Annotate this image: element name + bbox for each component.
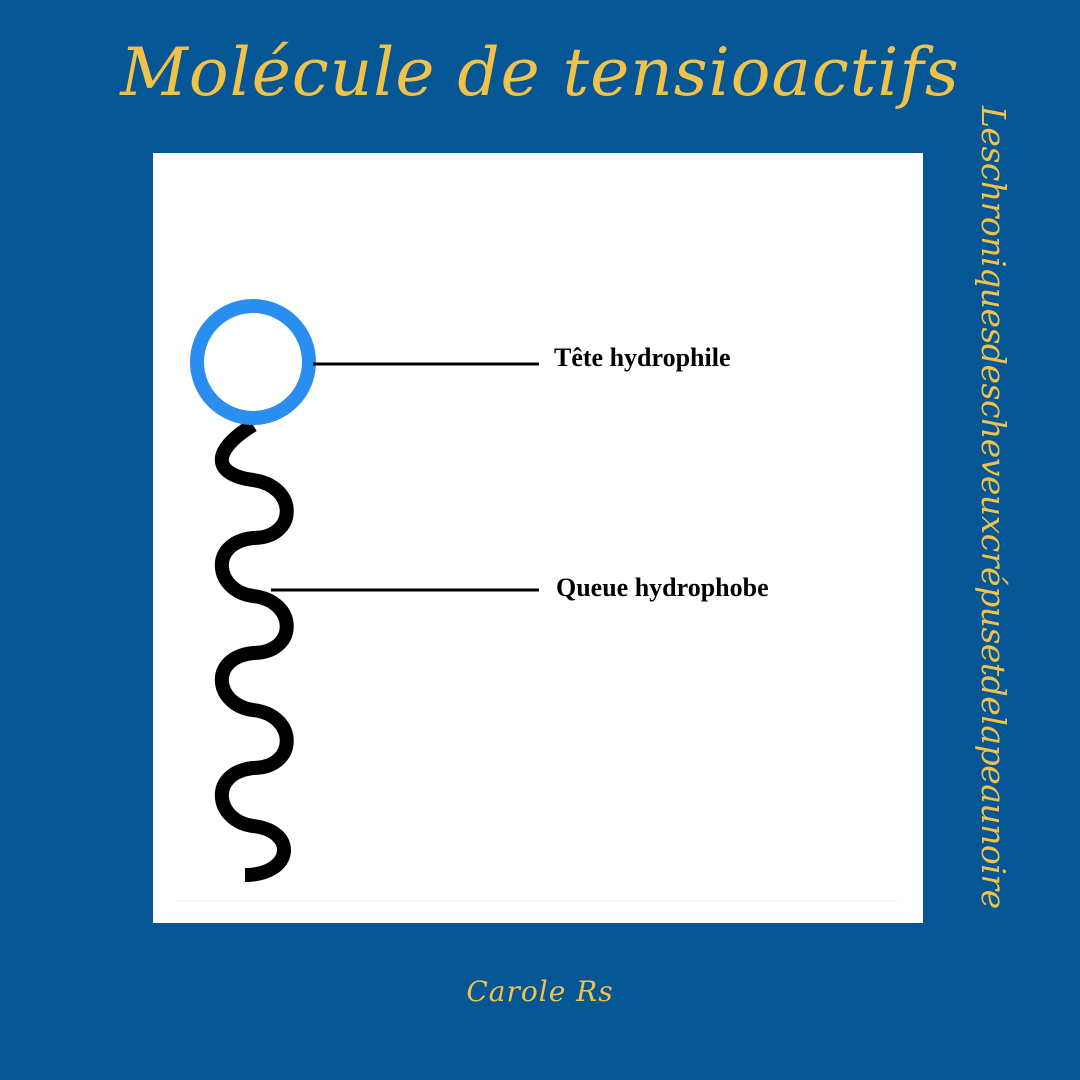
head-label: Tête hydrophile bbox=[554, 343, 731, 372]
panel-divider bbox=[178, 900, 898, 901]
hydrophilic-head-circle bbox=[190, 299, 316, 425]
surfactant-molecule-diagram bbox=[190, 299, 539, 882]
diagram-panel: Tête hydrophile Queue hydrophobe bbox=[153, 153, 923, 923]
hydrophobic-tail-shape bbox=[214, 419, 294, 882]
page-title: Molécule de tensioactifs bbox=[120, 34, 960, 111]
tail-label: Queue hydrophobe bbox=[556, 573, 769, 602]
vertical-watermark-text: Leschroniquesdescheveuxcrépusetdelapeaun… bbox=[974, 106, 1013, 909]
author-signature: Carole Rs bbox=[466, 975, 614, 1008]
